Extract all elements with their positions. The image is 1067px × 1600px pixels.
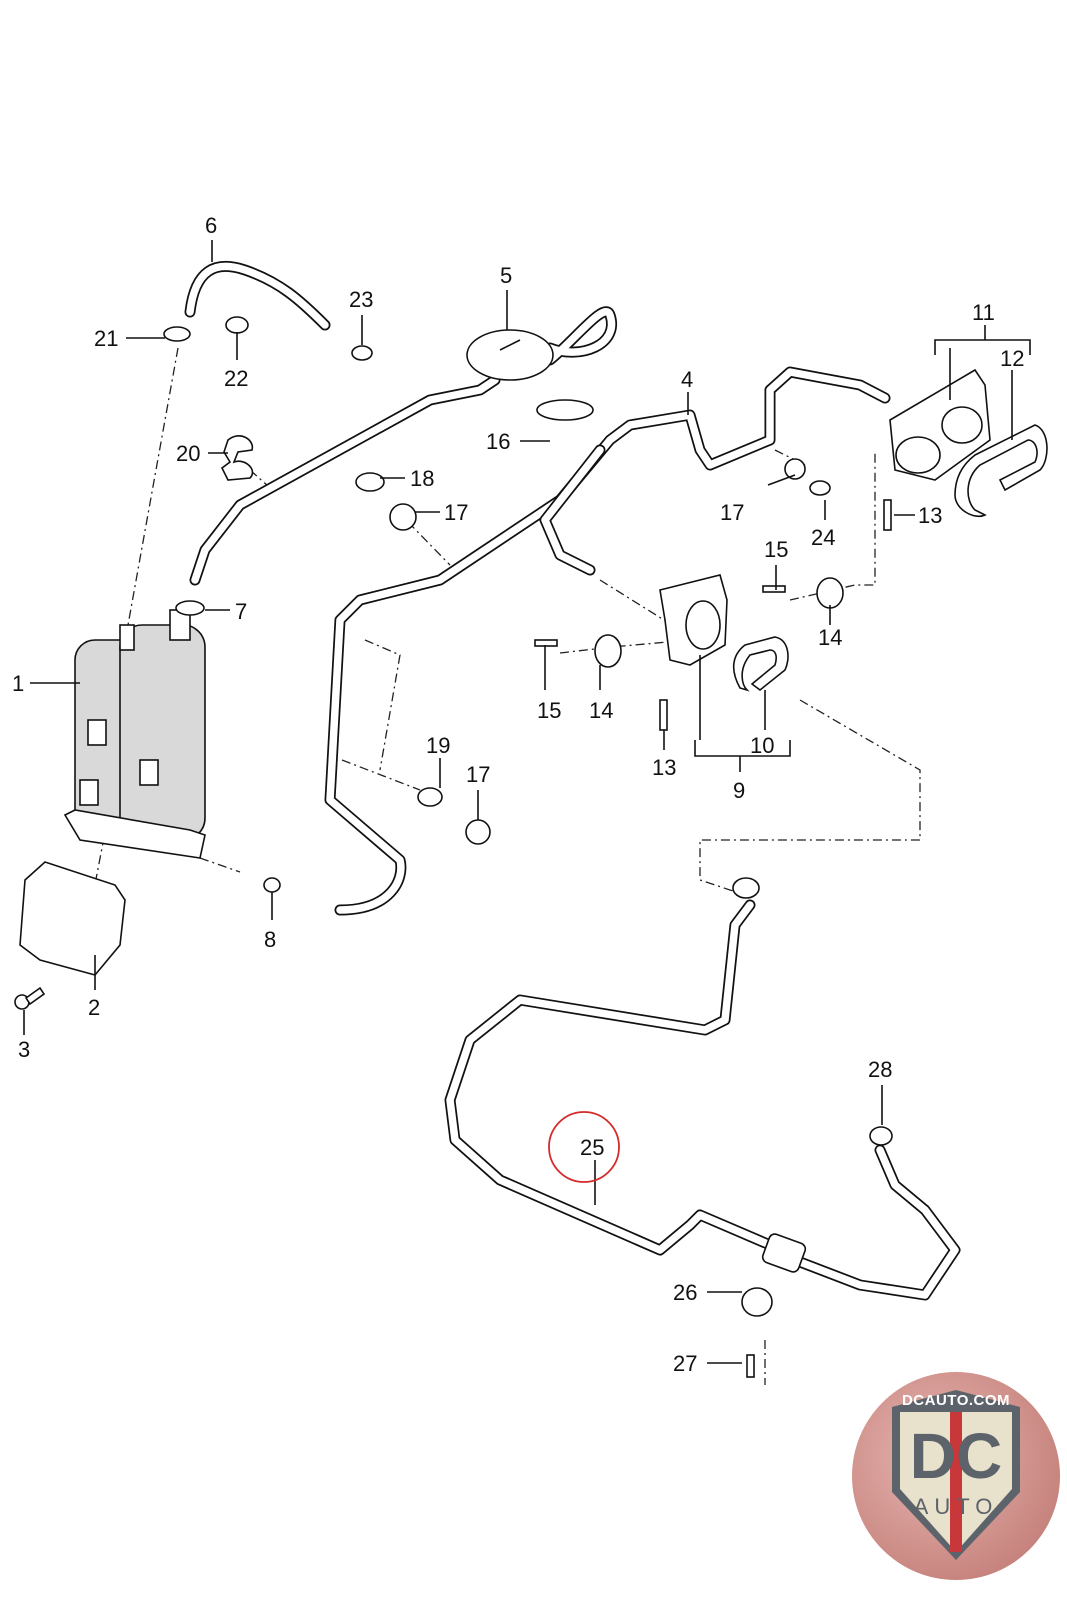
callout-26[interactable]: 26	[673, 1280, 697, 1305]
logo-url-text: DCAUTO.COM	[901, 1392, 1011, 1409]
callout-17[interactable]: 17	[444, 500, 468, 525]
callout-19[interactable]: 19	[426, 733, 450, 758]
callout-18[interactable]: 18	[410, 466, 434, 491]
bolts	[534, 499, 892, 1378]
callout-5[interactable]: 5	[500, 263, 512, 288]
part-11-bracket-assembly	[889, 368, 991, 481]
callout-17[interactable]: 17	[720, 500, 744, 525]
part-2-bracket	[19, 861, 126, 976]
callout-22[interactable]: 22	[224, 366, 248, 391]
callout-15[interactable]: 15	[764, 537, 788, 562]
callout-21[interactable]: 21	[94, 326, 118, 351]
callout-4[interactable]: 4	[681, 367, 693, 392]
callout-13[interactable]: 13	[652, 755, 676, 780]
part-12-gasket	[954, 424, 1048, 517]
callout-10[interactable]: 10	[750, 733, 774, 758]
dcauto-logo: DCAUTO.COM DC AUTO	[852, 1372, 1060, 1580]
callout-27[interactable]: 27	[673, 1351, 697, 1376]
callout-17[interactable]: 17	[466, 762, 490, 787]
callout-1[interactable]: 1	[12, 671, 24, 696]
logo-red-stripe	[950, 1412, 962, 1552]
part-1-charcoal-canister	[63, 609, 206, 859]
callout-20[interactable]: 20	[176, 441, 200, 466]
parts	[14, 316, 1048, 1378]
callout-3[interactable]: 3	[18, 1037, 30, 1062]
leader-lines	[23, 240, 1031, 1364]
logo-monogram: DC	[909, 1420, 1003, 1492]
callout-9[interactable]: 9	[733, 778, 745, 803]
logo-subtitle: AUTO	[913, 1494, 999, 1519]
part-10-gasket	[732, 636, 789, 692]
part-9-bracket	[659, 574, 728, 666]
callout-labels: 1 2 3 4 5 6 7 8 9 10 11 12 13 13 14 14 1…	[12, 213, 1024, 1376]
inline-filter	[761, 1233, 807, 1273]
callout-6[interactable]: 6	[205, 213, 217, 238]
callout-11[interactable]: 11	[972, 300, 995, 325]
callout-13[interactable]: 13	[918, 503, 942, 528]
callout-14[interactable]: 14	[818, 625, 842, 650]
callout-14[interactable]: 14	[589, 698, 613, 723]
callout-15[interactable]: 15	[537, 698, 561, 723]
callout-16[interactable]: 16	[486, 429, 510, 454]
callout-7[interactable]: 7	[235, 599, 247, 624]
part-3-bolt	[14, 986, 46, 1010]
assembly-guide-lines	[91, 347, 921, 1385]
callout-23[interactable]: 23	[349, 287, 373, 312]
small-clips	[163, 316, 893, 1317]
callout-28[interactable]: 28	[868, 1057, 892, 1082]
part-5-valve	[466, 329, 554, 381]
hose-lines	[184, 260, 961, 1301]
highlight-circle	[548, 1111, 620, 1183]
callout-8[interactable]: 8	[264, 927, 276, 952]
callout-2[interactable]: 2	[88, 995, 100, 1020]
callout-25[interactable]: 25	[580, 1135, 604, 1160]
callout-24[interactable]: 24	[811, 525, 835, 550]
callout-12[interactable]: 12	[1000, 346, 1024, 371]
